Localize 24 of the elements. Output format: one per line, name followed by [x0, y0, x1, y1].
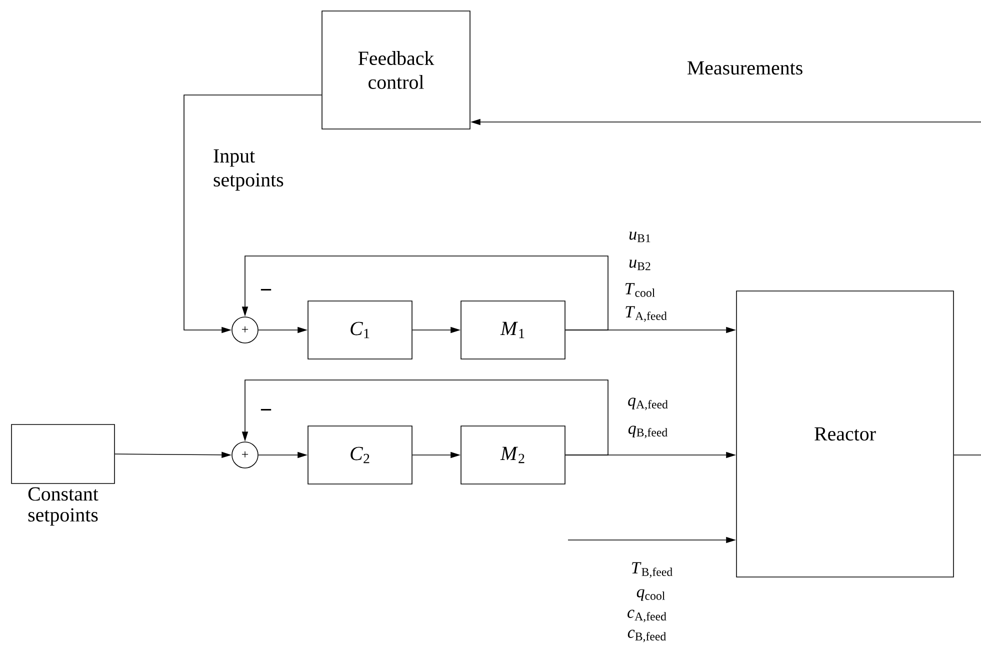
- signal-label: c$_{A,feed}$: [628, 610, 666, 622]
- signal-label: q$_{B,feed}$: [628, 426, 668, 438]
- summing-junction: +: [232, 316, 258, 344]
- block-box: Reactor: [736, 290, 954, 578]
- node-label: Constant setpoints: [28, 487, 98, 526]
- block-box: C$_{2}$: [308, 426, 412, 484]
- minus-sign: −: [260, 288, 272, 290]
- signal-label: q$_{A,feed}$: [628, 398, 668, 410]
- signal-label: c$_{B,feed}$: [628, 630, 666, 642]
- signal-label: T$_{A,feed}$: [626, 306, 667, 322]
- block-box: C$_{1}$: [308, 300, 412, 360]
- block-box: Constant setpoints: [11, 424, 115, 526]
- edge-label: Input setpoints: [214, 149, 284, 191]
- block-box: M$_{1}$: [460, 300, 566, 360]
- block-box: M$_{2}$: [460, 426, 566, 484]
- block-box: Feedback control: [322, 10, 470, 130]
- signal-label: u$_{B2}$: [629, 260, 650, 270]
- edge-label: Measurements: [687, 61, 802, 75]
- signal-label: q$_{cool}$: [636, 589, 665, 601]
- signal-label: T$_{B,feed}$: [632, 562, 672, 578]
- summing-junction: +: [232, 442, 258, 468]
- signal-label: u$_{B1}$: [629, 232, 650, 242]
- signal-label: T$_{cool}$: [625, 283, 655, 297]
- minus-sign: −: [260, 408, 272, 410]
